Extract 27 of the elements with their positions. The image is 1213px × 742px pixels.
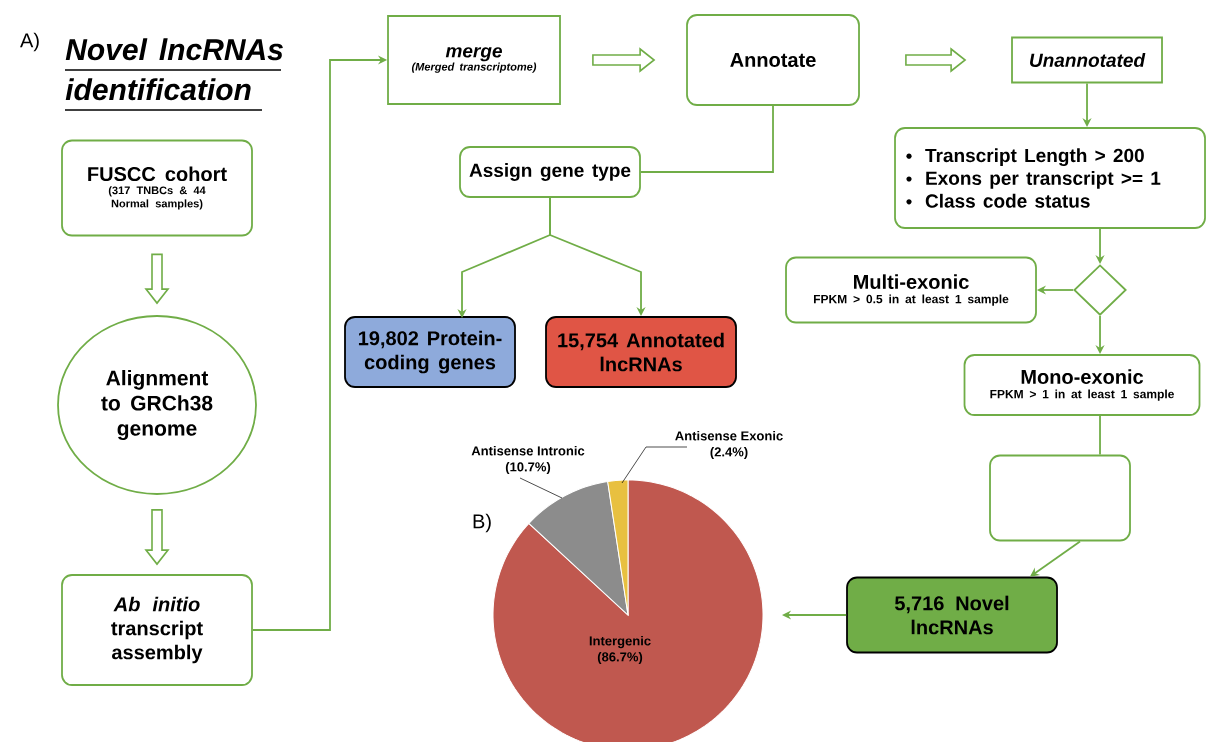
panel-label: B) — [473, 513, 491, 533]
block-arrow — [144, 509, 170, 566]
process-box: Multi-exonic FPKM > 0.5 in at least 1 sample — [785, 256, 1037, 324]
process-box: FUSCC cohort (317 TNBCs & 44 Normal samples) — [61, 139, 253, 237]
process-box: merge (Merged transcriptome) — [387, 15, 561, 105]
title: Novel lncRNAs identification — [64, 38, 283, 111]
block-arrow — [592, 47, 656, 73]
slice-label: Intergenic (86.7%) — [589, 635, 651, 665]
block-arrow — [905, 47, 967, 73]
slice-label: Antisense Intronic (10.7%) — [471, 445, 585, 475]
block-arrow — [144, 253, 170, 305]
process-box: Mono-exonic FPKM > 1 in at least 1 sample — [963, 354, 1201, 416]
arrow — [1030, 540, 1081, 577]
panel-label: A) — [20, 32, 39, 52]
connector-line — [1099, 415, 1101, 456]
process-box: Assign gene type — [459, 146, 641, 198]
process-box — [989, 454, 1131, 542]
process-box: Unannotated — [1011, 36, 1163, 84]
result-box: 15,754 Annotated lncRNAs — [545, 316, 737, 388]
criteria-box: Transcript Length > 200 Exons per transcript >= 1 Class code status — [894, 127, 1206, 229]
slice-label: Antisense Exonic (2.4%) — [675, 430, 783, 460]
process-box: Annotate — [686, 14, 860, 106]
result-box: 19,802 Protein-coding genes — [344, 316, 516, 388]
result-box: 5,716 Novel lncRNAs — [846, 576, 1058, 654]
connector-line — [640, 105, 774, 173]
process-box: Ab initio transcript assembly — [61, 574, 253, 686]
decision-diamond — [1073, 264, 1127, 316]
